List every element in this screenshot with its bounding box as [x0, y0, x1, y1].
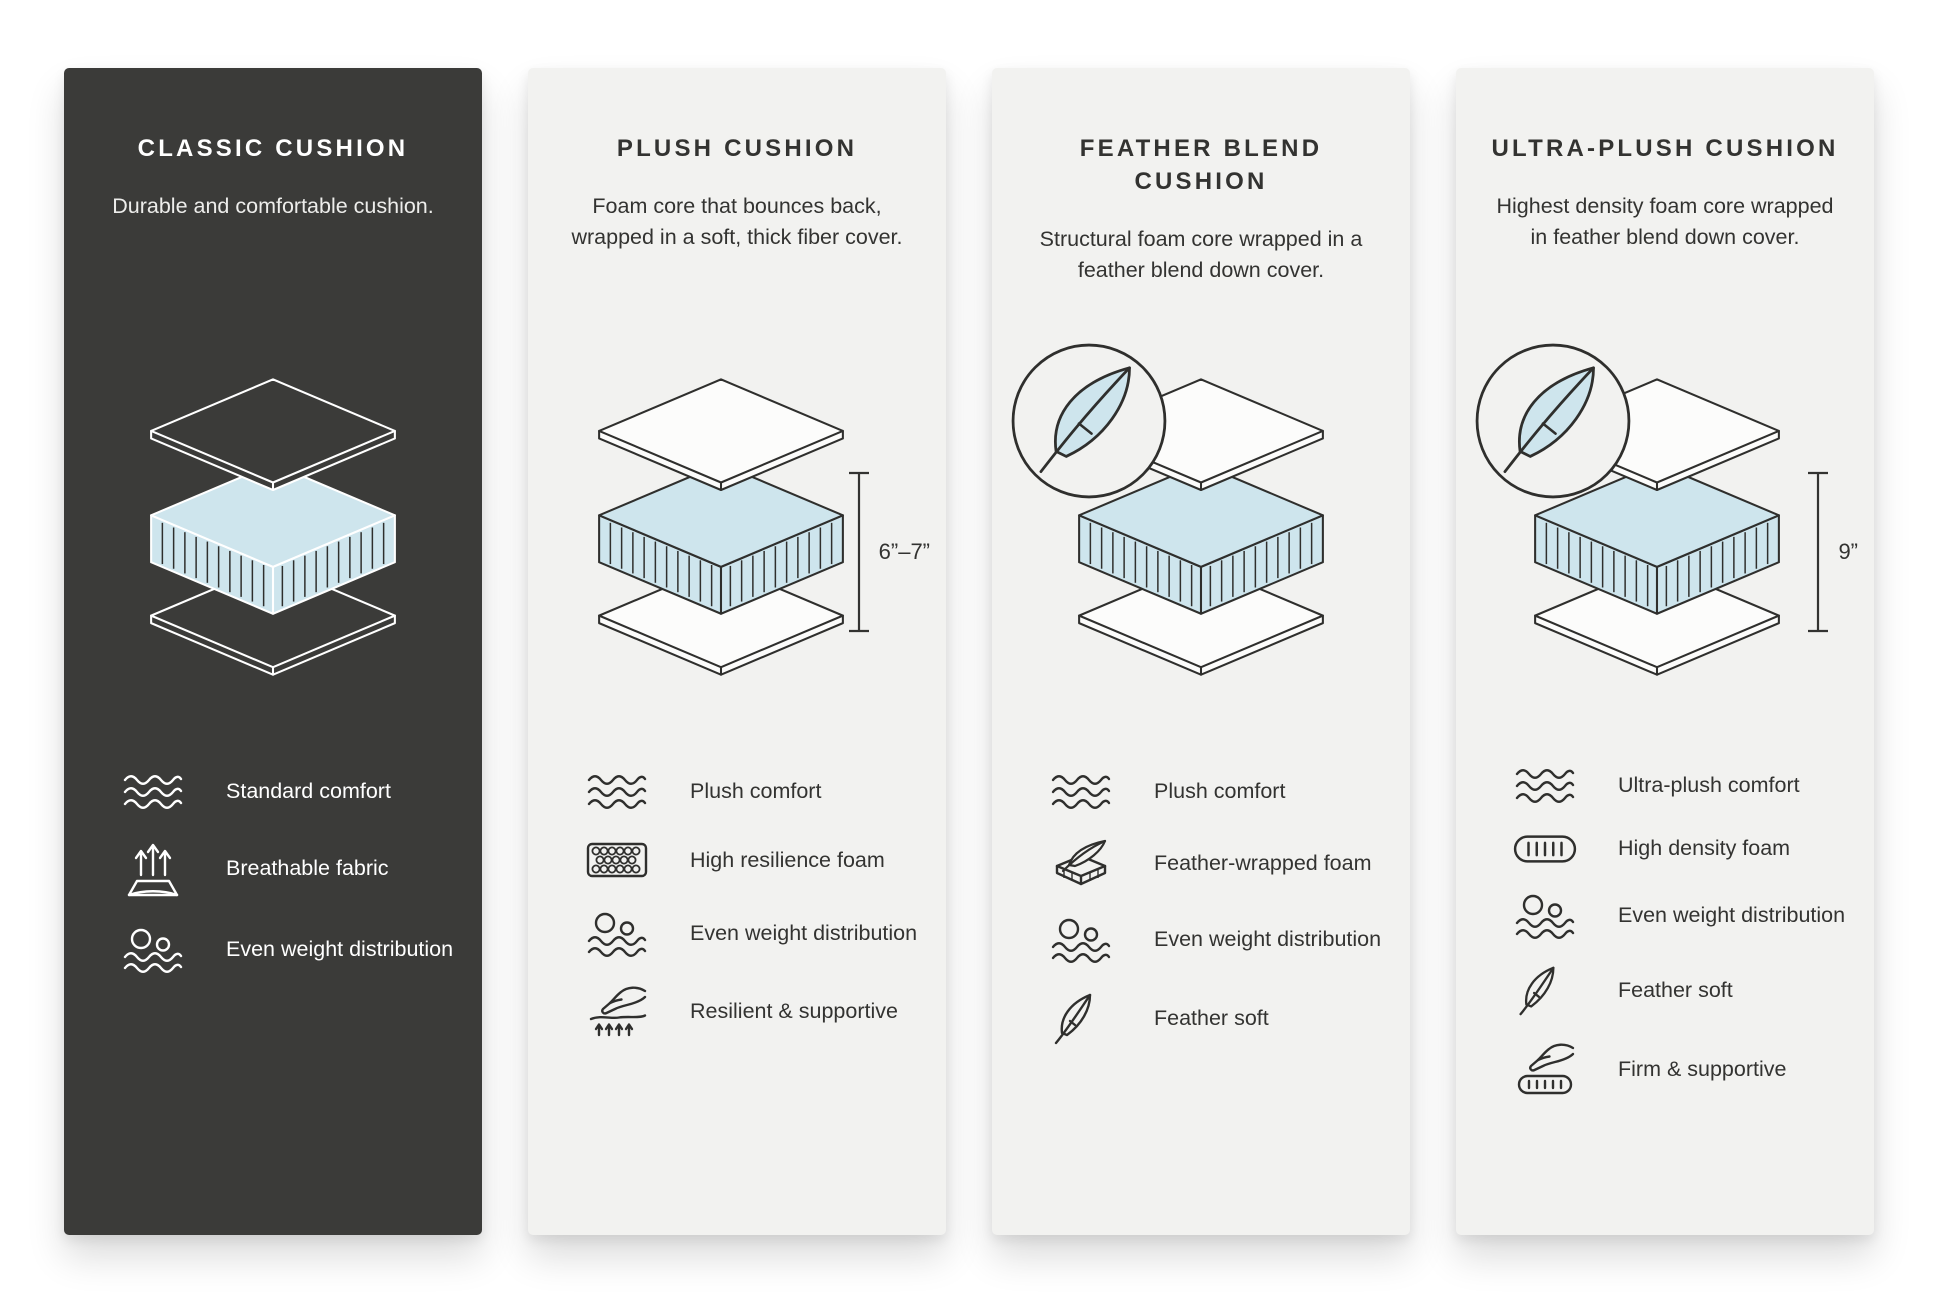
waves-icon [1512, 766, 1618, 806]
layered-cushion-diagram-icon [598, 378, 844, 676]
even-weight-icon [120, 926, 226, 974]
feature-label: Feather-wrapped foam [1154, 851, 1372, 876]
feature-row: Firm & supportive [1512, 1042, 1854, 1098]
card-feather-blend-cushion: FEATHER BLEND CUSHION Structural foam co… [992, 68, 1410, 1235]
feature-row: Standard comfort [120, 772, 462, 812]
hand-press-icon [584, 985, 690, 1039]
feature-row: High resilience foam [584, 839, 926, 883]
feature-label: Even weight distribution [1154, 927, 1382, 952]
waves-icon [120, 772, 226, 812]
feature-list: Plush comfort High resilience foam Even … [528, 736, 946, 1039]
cushion-layers-illustration [992, 336, 1410, 736]
cushion-layers-illustration: 6”–7” [528, 336, 946, 736]
feature-label: Breathable fabric [226, 856, 389, 881]
feather-foam-icon [1048, 839, 1154, 889]
card-title: CLASSIC CUSHION [137, 135, 409, 162]
card-title: PLUSH CUSHION [616, 135, 858, 162]
even-weight-icon [584, 910, 690, 958]
feature-row: Plush comfort [584, 772, 926, 812]
density-foam-icon [1512, 830, 1618, 868]
card-description: Foam core that bounces back, wrapped in … [571, 194, 903, 250]
feature-row: Ultra-plush comfort [1512, 766, 1854, 806]
feature-label: Ultra-plush comfort [1618, 773, 1800, 798]
feature-label: Standard comfort [226, 779, 391, 804]
feather-badge-icon [1011, 343, 1167, 499]
card-header: PLUSH CUSHION Foam core that bounces bac… [528, 68, 946, 336]
even-weight-icon [1512, 892, 1618, 940]
feature-label: High density foam [1618, 836, 1791, 861]
dimension-label: 9” [1838, 539, 1858, 564]
feature-label: High resilience foam [690, 848, 885, 873]
card-header: FEATHER BLEND CUSHION Structural foam co… [992, 68, 1410, 336]
card-description: Highest density foam core wrapped in fea… [1496, 194, 1834, 250]
feature-label: Even weight distribution [226, 937, 454, 962]
dimension-label: 6”–7” [878, 539, 930, 564]
feature-row: Plush comfort [1048, 772, 1390, 812]
feature-label: Plush comfort [690, 779, 822, 804]
waves-icon [584, 772, 690, 812]
feature-label: Feather soft [1154, 1006, 1269, 1031]
feature-list: Plush comfort Feather-wrapped foam Even … [992, 736, 1410, 1047]
card-description: Durable and comfortable cushion. [112, 194, 434, 219]
height-dimension-marker: 6”–7” [844, 470, 930, 634]
resilience-foam-icon [584, 839, 690, 883]
card-plush-cushion: PLUSH CUSHION Foam core that bounces bac… [528, 68, 946, 1235]
feather-icon [1512, 964, 1618, 1018]
card-ultra-plush-cushion: ULTRA-PLUSH CUSHION Highest density foam… [1456, 68, 1874, 1235]
feature-row: Even weight distribution [584, 910, 926, 958]
card-description: Structural foam core wrapped in a feathe… [1039, 227, 1363, 283]
card-classic-cushion: CLASSIC CUSHION Durable and comfortable … [64, 68, 482, 1235]
card-header: ULTRA-PLUSH CUSHION Highest density foam… [1456, 68, 1874, 336]
feature-row: Breathable fabric [120, 839, 462, 899]
breathable-fabric-icon [120, 839, 226, 899]
card-title: FEATHER BLEND CUSHION [1079, 135, 1323, 196]
feature-label: Even weight distribution [690, 921, 918, 946]
feature-label: Even weight distribution [1618, 903, 1846, 928]
feature-label: Plush comfort [1154, 779, 1286, 804]
card-title: ULTRA-PLUSH CUSHION [1491, 135, 1839, 162]
feather-badge-icon [1475, 343, 1631, 499]
feature-row: Even weight distribution [120, 926, 462, 974]
cushion-layers-illustration: 9” [1456, 336, 1874, 736]
feature-row: High density foam [1512, 830, 1854, 868]
waves-icon [1048, 772, 1154, 812]
card-header: CLASSIC CUSHION Durable and comfortable … [64, 68, 482, 336]
cushion-layers-illustration [64, 336, 482, 736]
feature-list: Ultra-plush comfort High density foam Ev… [1456, 736, 1874, 1098]
feature-label: Resilient & supportive [690, 999, 898, 1024]
feather-icon [1048, 991, 1154, 1047]
feature-row: Resilient & supportive [584, 985, 926, 1039]
feature-row: Feather soft [1512, 964, 1854, 1018]
feature-row: Feather soft [1048, 991, 1390, 1047]
dimension-line-icon [1807, 471, 1830, 633]
height-dimension-marker: 9” [1803, 470, 1858, 634]
dimension-line-icon [847, 471, 870, 633]
feature-label: Feather soft [1618, 978, 1733, 1003]
hand-firm-icon [1512, 1042, 1618, 1098]
even-weight-icon [1048, 916, 1154, 964]
feature-row: Feather-wrapped foam [1048, 839, 1390, 889]
feature-row: Even weight distribution [1048, 916, 1390, 964]
layered-cushion-diagram-icon [150, 378, 396, 676]
feature-row: Even weight distribution [1512, 892, 1854, 940]
feature-list: Standard comfort Breathable fabric Even … [64, 736, 482, 974]
feature-label: Firm & supportive [1618, 1057, 1787, 1082]
